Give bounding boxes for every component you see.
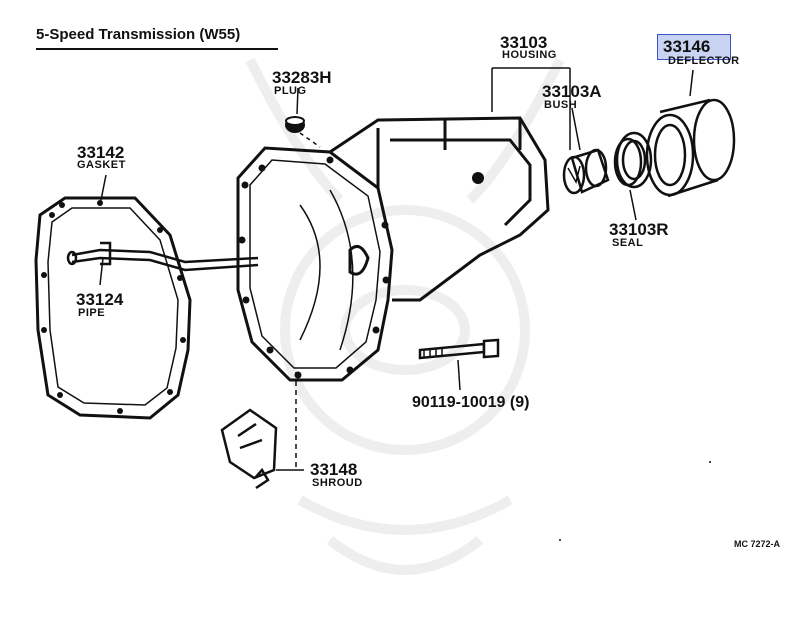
watermark-logo	[245, 57, 565, 575]
shroud-drawing	[220, 408, 278, 490]
housing-part-number[interactable]: 33103	[500, 33, 548, 52]
deflector-part-number[interactable]: 33146	[663, 37, 711, 56]
plug-part-number[interactable]: 33283H	[272, 68, 332, 87]
seal-part-number[interactable]: 33103R	[609, 220, 669, 239]
bush-part-number[interactable]: 33103A	[542, 82, 602, 101]
plug-part-name: PLUG	[274, 85, 307, 97]
gasket-part-number[interactable]: 33142	[77, 143, 125, 162]
bush-drawing	[562, 148, 610, 195]
shroud-part-name: SHROUD	[312, 477, 363, 489]
deflector-part-name: DEFLECTOR	[668, 55, 740, 67]
gasket-part-name: GASKET	[77, 159, 126, 171]
leader-lines	[99, 67, 694, 471]
housing-part-name: HOUSING	[502, 49, 557, 61]
diagram-code: MC 7272-A	[734, 539, 781, 549]
gasket-drawing	[34, 196, 192, 420]
diagram-title: 5-Speed Transmission (W55)	[36, 26, 241, 43]
pipe-drawing	[66, 241, 259, 272]
deflector-highlight-box	[657, 34, 731, 60]
deflector-drawing	[645, 98, 736, 198]
scan-specks	[559, 461, 711, 541]
pipe-part-number[interactable]: 33124	[76, 290, 124, 309]
bolt-drawing	[418, 338, 500, 360]
title-underline	[36, 48, 278, 50]
plug-drawing	[285, 116, 321, 148]
bush-part-name: BUSH	[544, 99, 578, 111]
housing-drawing	[236, 116, 550, 382]
pipe-part-name: PIPE	[78, 307, 106, 319]
seal-drawing	[613, 131, 653, 189]
shroud-part-number[interactable]: 33148	[310, 460, 358, 479]
seal-part-name: SEAL	[612, 237, 644, 249]
bolt-part-number[interactable]: 90119-10019 (9)	[412, 394, 530, 411]
